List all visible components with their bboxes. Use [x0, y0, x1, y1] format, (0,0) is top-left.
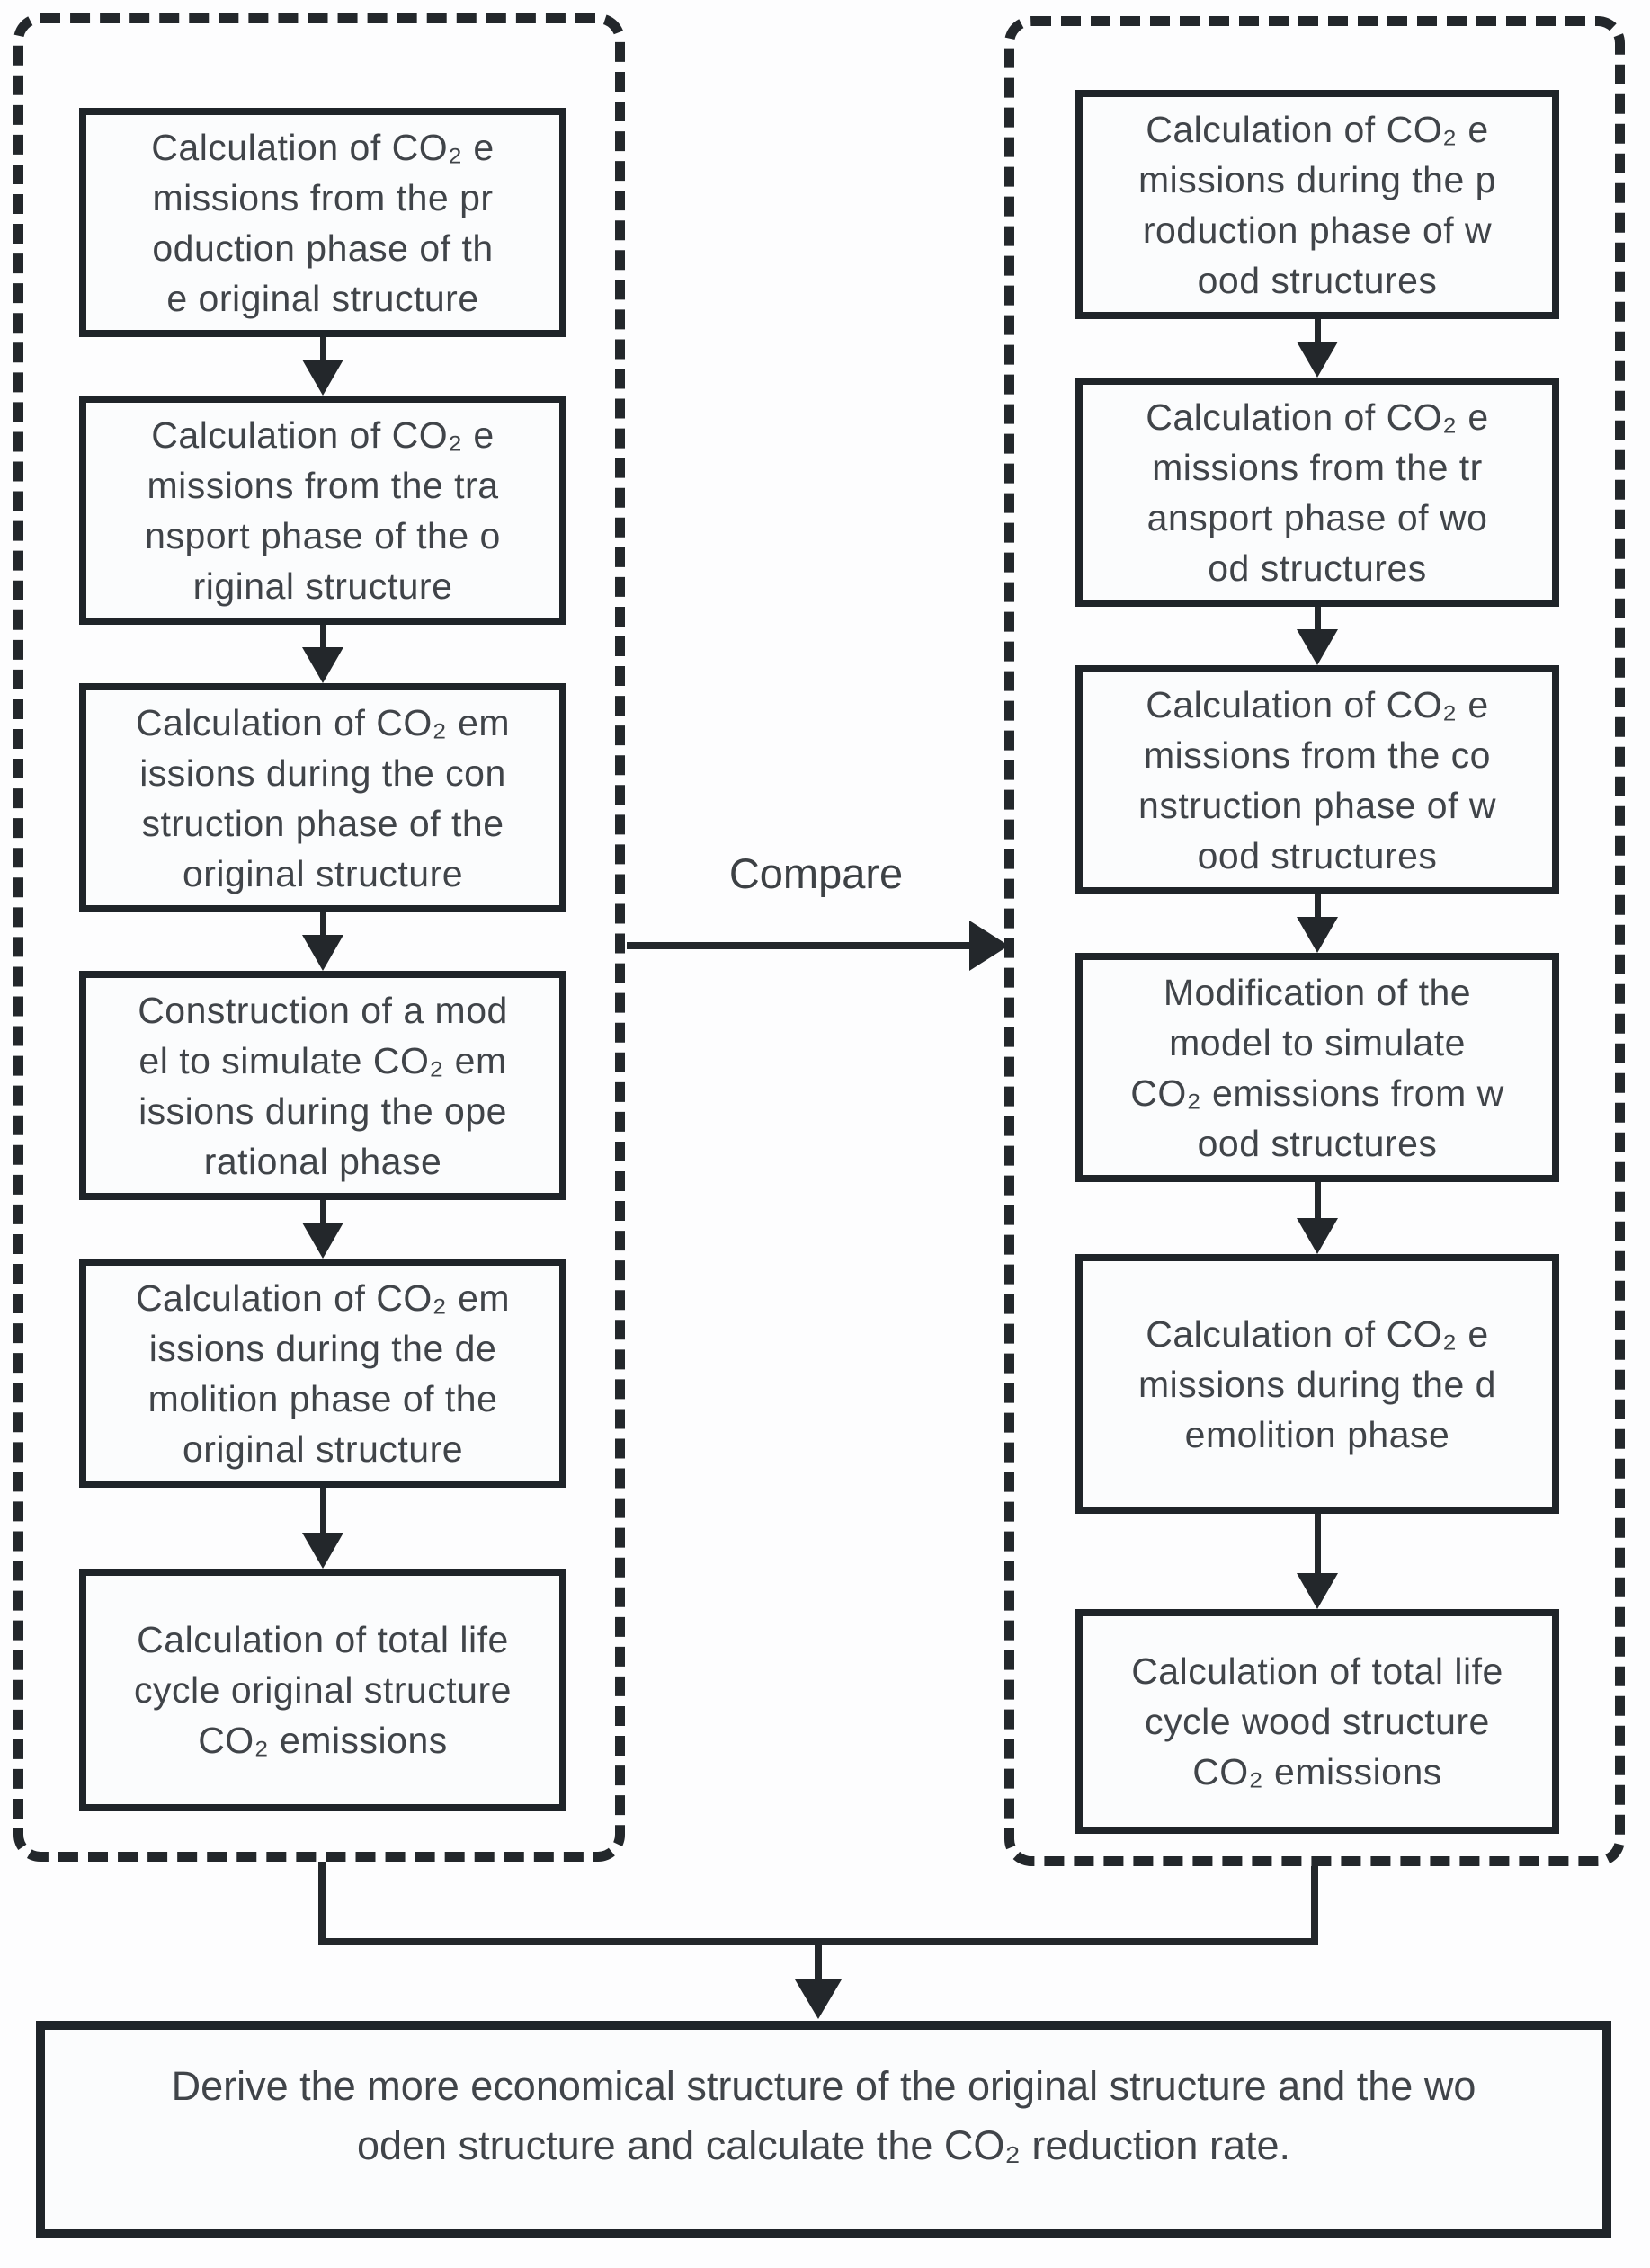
- step-wood-model-modification: Modification of the model to simulate CO…: [1075, 953, 1559, 1182]
- arrow-head-icon: [302, 1223, 343, 1259]
- arrow-down-icon: [1297, 1514, 1338, 1609]
- step-text: Calculation of CO₂ e missions during the…: [1138, 108, 1496, 301]
- arrow-head-icon: [1297, 1218, 1338, 1254]
- arrow-shaft: [1314, 894, 1321, 917]
- arrow-down-icon: [1297, 1182, 1338, 1254]
- arrow-down-icon: [302, 1200, 343, 1259]
- wood-structure-group: Calculation of CO₂ e missions during the…: [1004, 16, 1625, 1866]
- connector-line-left: [318, 1862, 326, 1945]
- step-text: Calculation of CO₂ e missions from the t…: [145, 414, 501, 607]
- step-text: Calculation of CO₂ e missions from the c…: [1138, 683, 1496, 876]
- step-original-construction: Calculation of CO₂ em issions during the…: [79, 683, 566, 912]
- step-original-operational-model: Construction of a mod el to simulate CO₂…: [79, 971, 566, 1200]
- arrow-head-icon: [1297, 629, 1338, 665]
- arrow-shaft: [319, 912, 326, 935]
- arrow-shaft: [1314, 1514, 1321, 1573]
- arrow-head-icon: [969, 921, 1009, 971]
- arrow-down-icon: [302, 1488, 343, 1569]
- step-text: Calculation of CO₂ e missions from the t…: [1146, 396, 1489, 589]
- arrow-down-icon: [302, 337, 343, 396]
- arrow-head-icon: [795, 1979, 842, 2019]
- step-text: Construction of a mod el to simulate CO₂…: [138, 989, 508, 1182]
- result-box: Derive the more economical structure of …: [36, 2021, 1611, 2238]
- arrow-down-icon: [1297, 319, 1338, 378]
- step-wood-total: Calculation of total life cycle wood str…: [1075, 1609, 1559, 1834]
- step-wood-transport: Calculation of CO₂ e missions from the t…: [1075, 378, 1559, 607]
- step-original-production: Calculation of CO₂ e missions from the p…: [79, 108, 566, 337]
- step-wood-demolition: Calculation of CO₂ e missions during the…: [1075, 1254, 1559, 1514]
- step-text: Modification of the model to simulate CO…: [1130, 971, 1504, 1164]
- arrow-shaft: [319, 337, 326, 360]
- arrow-right-icon: [627, 921, 1009, 971]
- step-original-transport: Calculation of CO₂ e missions from the t…: [79, 396, 566, 625]
- arrow-down-icon: [1297, 894, 1338, 953]
- step-original-total: Calculation of total life cycle original…: [79, 1569, 566, 1811]
- step-text: Calculation of CO₂ em issions during the…: [135, 701, 511, 894]
- arrow-head-icon: [302, 1533, 343, 1569]
- connector-line-center: [815, 1938, 822, 1981]
- arrow-shaft: [1314, 607, 1321, 629]
- arrow-shaft: [1314, 1182, 1321, 1218]
- arrow-head-icon: [302, 935, 343, 971]
- arrow-head-icon: [1297, 917, 1338, 953]
- arrow-shaft: [627, 942, 969, 949]
- arrow-shaft: [319, 1200, 326, 1223]
- step-text: Calculation of CO₂ e missions during the…: [1138, 1312, 1496, 1455]
- arrow-down-icon: [302, 625, 343, 683]
- arrow-shaft: [319, 1488, 326, 1533]
- step-text: Calculation of total life cycle wood str…: [1131, 1650, 1503, 1792]
- step-text: Calculation of CO₂ e missions from the p…: [151, 126, 495, 319]
- connector-line-right: [1311, 1866, 1318, 1945]
- step-wood-construction: Calculation of CO₂ e missions from the c…: [1075, 665, 1559, 894]
- arrow-down-icon: [1297, 607, 1338, 665]
- result-text: Derive the more economical structure of …: [171, 2063, 1476, 2168]
- arrow-shaft: [319, 625, 326, 647]
- arrow-down-icon: [302, 912, 343, 971]
- step-wood-production: Calculation of CO₂ e missions during the…: [1075, 90, 1559, 319]
- arrow-head-icon: [302, 360, 343, 396]
- step-text: Calculation of total life cycle original…: [134, 1619, 512, 1761]
- arrow-head-icon: [302, 647, 343, 683]
- step-original-demolition: Calculation of CO₂ em issions during the…: [79, 1259, 566, 1488]
- compare-label: Compare: [728, 849, 904, 897]
- arrow-head-icon: [1297, 1573, 1338, 1609]
- arrow-shaft: [1314, 319, 1321, 342]
- arrow-head-icon: [1297, 342, 1338, 378]
- step-text: Calculation of CO₂ em issions during the…: [135, 1276, 511, 1470]
- original-structure-group: Calculation of CO₂ e missions from the p…: [13, 13, 625, 1862]
